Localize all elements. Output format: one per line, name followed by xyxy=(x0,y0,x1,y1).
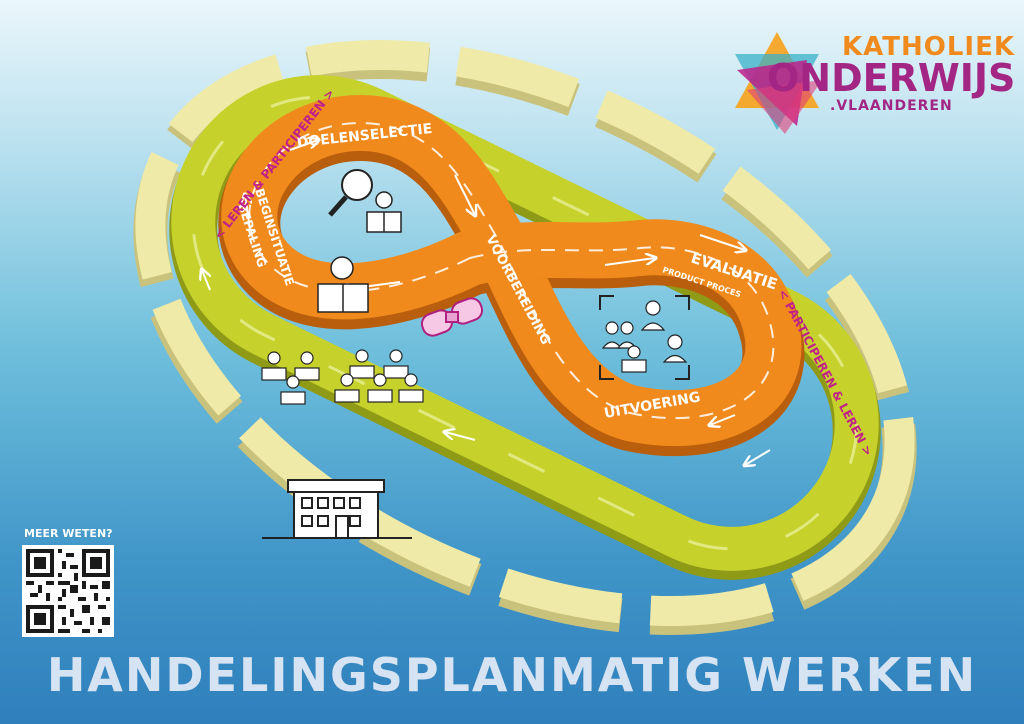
green-track xyxy=(169,75,881,580)
observed-group-icon xyxy=(601,300,688,373)
reading-person-icon xyxy=(366,191,402,233)
poster-title: HANDELINGSPLANMATIG WERKEN xyxy=(46,648,978,702)
logo-line-2: ONDERWIJS xyxy=(767,56,1016,100)
binoculars-icon xyxy=(420,297,484,337)
magnifier-icon xyxy=(328,169,373,217)
logo-line-3: .VLAANDEREN xyxy=(830,98,953,114)
qr-code[interactable] xyxy=(22,545,114,637)
brand-logo: KATHOLIEK ONDERWIJS .VLAANDEREN xyxy=(727,30,1015,140)
infinity-loop xyxy=(218,95,805,457)
qr-caption: MEER WETEN? xyxy=(24,527,113,540)
students-group-icon xyxy=(261,349,424,405)
observation-frame-icon xyxy=(599,295,690,380)
logo-star-icon xyxy=(735,32,822,134)
logo-line-1: KATHOLIEK xyxy=(842,32,1015,62)
teacher-reading-icon xyxy=(317,256,369,313)
outer-cycle-ring xyxy=(133,40,917,635)
school-building-icon xyxy=(262,479,412,539)
